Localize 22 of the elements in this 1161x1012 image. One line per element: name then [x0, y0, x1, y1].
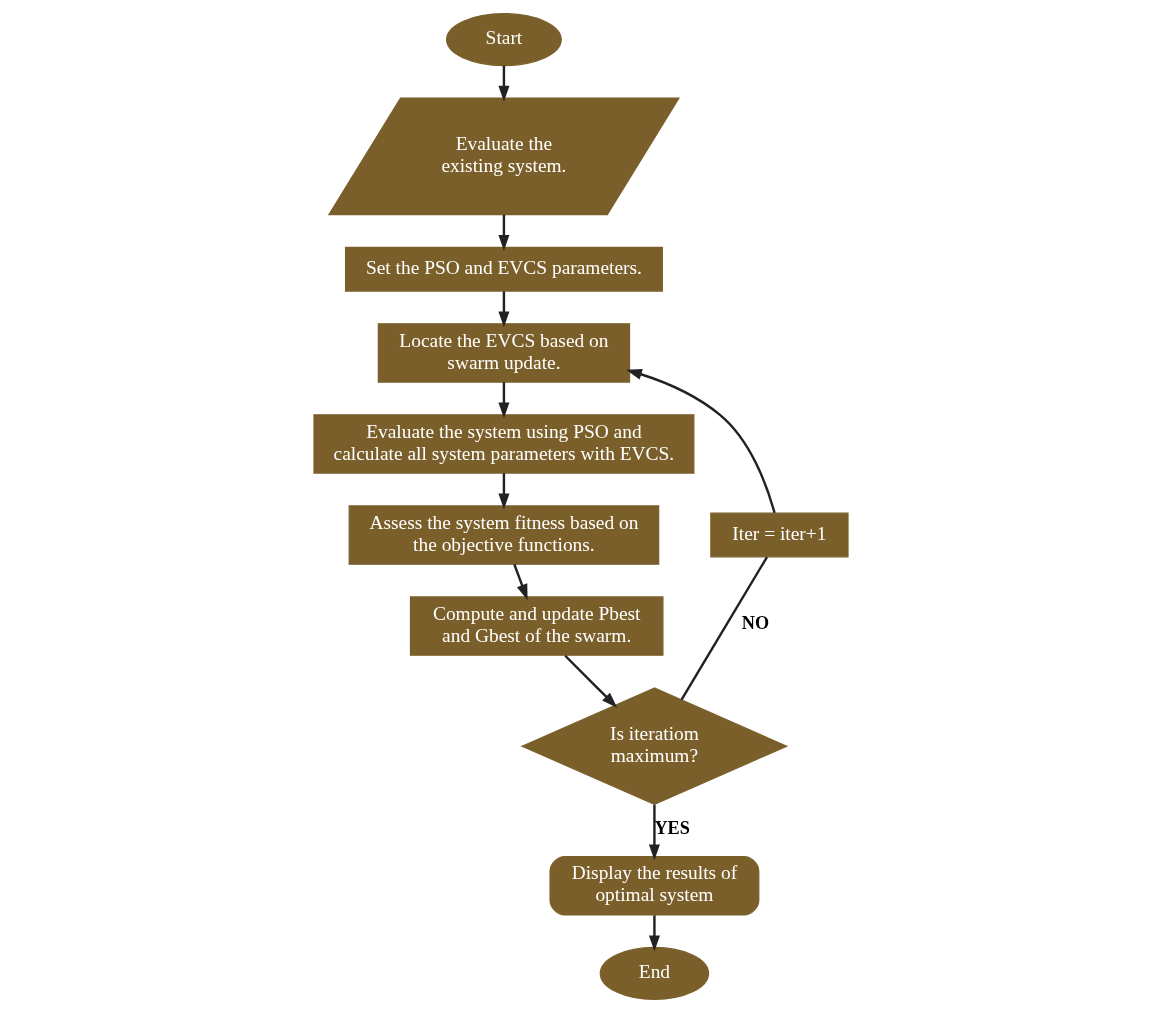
node-diamond: Is iteratiom maximum?	[520, 686, 788, 805]
arrow	[497, 472, 509, 509]
node-box: Display the results of optimal system	[548, 855, 759, 915]
arrow	[648, 804, 660, 860]
node-box: Assess the system fitness based on the objective functions.	[348, 504, 659, 565]
arrow	[648, 914, 660, 951]
arrow	[497, 381, 509, 418]
arrow	[563, 654, 617, 708]
arrow	[497, 214, 509, 251]
arrow	[625, 368, 776, 513]
connector	[679, 555, 768, 700]
node-ellipse: End	[599, 946, 709, 1000]
node-ellipse: Start	[445, 12, 562, 66]
arrow	[497, 65, 509, 102]
node-box: Compute and update Pbest and Gbest of the swarm.	[409, 595, 664, 656]
node-box: Iter = iter+1	[709, 512, 849, 557]
node-box: Locate the EVCS based on swarm update.	[377, 322, 630, 383]
arrow	[497, 290, 509, 327]
arrow	[512, 563, 528, 600]
edge-label: NO	[741, 612, 769, 633]
node-box: Evaluate the system using PSO and calculate all system parameters with EVCS.	[312, 413, 694, 474]
node-box: Set the PSO and EVCS parameters.	[344, 246, 663, 292]
